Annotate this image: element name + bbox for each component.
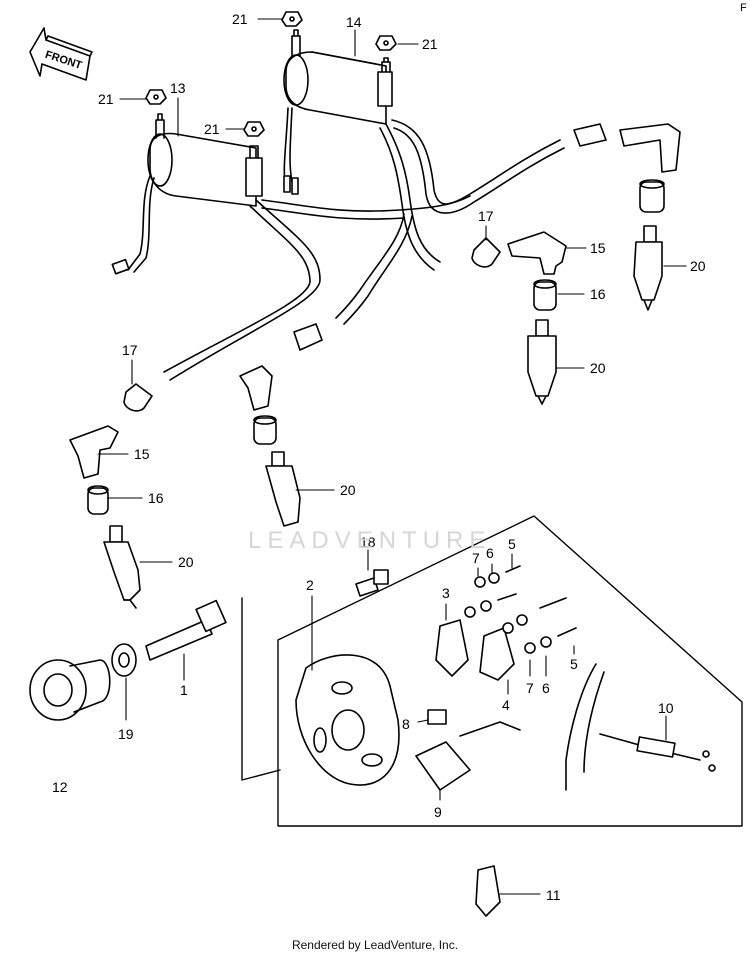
callout-16-right: 16 bbox=[590, 286, 606, 302]
callout-16-left: 16 bbox=[148, 490, 164, 506]
callout-20-left: 20 bbox=[178, 554, 194, 570]
contact-breaker-4 bbox=[479, 627, 515, 681]
callout-1: 1 bbox=[180, 682, 188, 698]
plug-cap-15-center bbox=[239, 365, 273, 411]
callout-13: 13 bbox=[170, 80, 186, 96]
nut-21-c bbox=[145, 89, 167, 105]
callout-2: 2 bbox=[306, 577, 314, 593]
screw-18 bbox=[355, 569, 389, 597]
cap-17-center bbox=[293, 323, 323, 351]
footer-credit: Rendered by LeadVenture, Inc. bbox=[291, 938, 459, 952]
cap-17-left bbox=[123, 383, 153, 412]
seal-16-left bbox=[87, 485, 109, 515]
bolt-1 bbox=[145, 599, 227, 661]
ignition-coil-14 bbox=[283, 29, 393, 195]
callout-17-left: 17 bbox=[122, 342, 138, 358]
callout-11: 11 bbox=[546, 887, 561, 903]
callout-21-left: 21 bbox=[98, 91, 114, 107]
advancer-housing-12 bbox=[29, 659, 111, 721]
callout-6-lower: 6 bbox=[542, 680, 550, 696]
nut-21-a bbox=[281, 11, 303, 27]
callout-20-center: 20 bbox=[340, 482, 356, 498]
spark-plug-20-upper bbox=[633, 225, 663, 311]
contact-breaker-3 bbox=[435, 619, 469, 677]
spark-plug-20-left bbox=[103, 525, 141, 609]
callout-21-center: 21 bbox=[204, 121, 220, 137]
watermark-text: LEADVENTURE bbox=[248, 527, 492, 554]
callout-8: 8 bbox=[402, 716, 410, 732]
callout-20-right: 20 bbox=[590, 360, 606, 376]
callout-14: 14 bbox=[346, 14, 362, 30]
small-hardware bbox=[464, 565, 577, 654]
front-arrow-icon: FRONT bbox=[29, 27, 93, 81]
callout-20-upper-right: 20 bbox=[690, 258, 706, 274]
callout-6-upper: 6 bbox=[486, 545, 494, 561]
breaker-assembly-frame bbox=[241, 515, 743, 827]
high-tension-leads bbox=[163, 119, 565, 381]
callout-17-right: 17 bbox=[478, 208, 494, 224]
callout-18: 18 bbox=[360, 534, 376, 550]
seal-16-center bbox=[253, 415, 277, 445]
spark-plug-20-center bbox=[265, 451, 301, 527]
washer-19 bbox=[111, 643, 137, 677]
callout-5-lower: 5 bbox=[570, 656, 578, 672]
callout-4: 4 bbox=[502, 697, 510, 713]
cap-17-right bbox=[471, 237, 501, 268]
callout-21-top: 21 bbox=[232, 11, 248, 27]
breaker-plate-2 bbox=[295, 654, 400, 786]
callout-15-left: 15 bbox=[134, 446, 150, 462]
callout-7-upper: 7 bbox=[472, 550, 480, 566]
leader-lines bbox=[97, 18, 687, 895]
callout-5-upper: 5 bbox=[508, 536, 516, 552]
nut-21-d bbox=[243, 121, 265, 137]
callout-21-right: 21 bbox=[422, 36, 438, 52]
corner-letter: F bbox=[740, 2, 747, 14]
cap-17-upper bbox=[573, 123, 607, 147]
plug-cap-15-right bbox=[507, 231, 567, 275]
plug-cap-15-left bbox=[69, 425, 119, 479]
nut-21-b bbox=[375, 35, 397, 51]
callout-7-lower: 7 bbox=[526, 680, 534, 696]
plug-cap-15-upper-right bbox=[619, 123, 681, 173]
seal-16-right bbox=[533, 279, 557, 311]
condenser-9 bbox=[415, 721, 521, 791]
callout-3: 3 bbox=[442, 585, 450, 601]
felt-8 bbox=[427, 709, 447, 725]
spark-plug-20-right bbox=[527, 319, 557, 405]
wiring-10 bbox=[565, 663, 716, 791]
callout-9: 9 bbox=[434, 804, 442, 820]
seal-16-upper bbox=[639, 179, 665, 213]
ignition-coil-13 bbox=[111, 113, 263, 275]
callout-15-right: 15 bbox=[590, 240, 606, 256]
callout-19: 19 bbox=[118, 726, 134, 742]
clamp-11 bbox=[475, 865, 501, 917]
callout-12: 12 bbox=[52, 779, 68, 795]
callout-10: 10 bbox=[658, 700, 674, 716]
